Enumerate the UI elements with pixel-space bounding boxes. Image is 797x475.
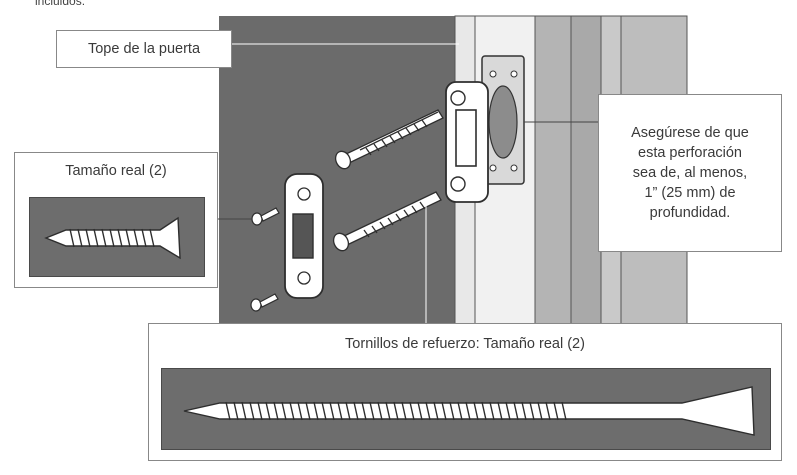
small-strike-plate: [284, 173, 324, 299]
door-panel: [219, 16, 457, 326]
frame-trim-2: [570, 15, 602, 327]
short-screw-lower: [250, 293, 279, 312]
drill-depth-note: Asegúrese de que esta perforación sea de…: [598, 94, 782, 252]
door-stop-label: Tope de la puerta: [56, 30, 232, 68]
long-screw-lower: [332, 191, 442, 252]
reinforced-strike-plate: [445, 81, 489, 203]
short-screw-upper: [251, 207, 280, 226]
long-screw-upper: [334, 109, 444, 170]
small-screw-panel: [29, 197, 205, 277]
jamb-mortise-plate: [481, 55, 525, 185]
long-screw-panel: [161, 368, 771, 450]
reinforcement-screws-actual-size-card: Tornillos de refuerzo: Tamaño real (2): [148, 323, 782, 461]
long-screw-illustration: [183, 386, 755, 436]
frame-trim-1: [534, 15, 572, 327]
small-screws-actual-size-card: Tamaño real (2): [14, 152, 218, 288]
truncated-text-fragment: incluidos.: [35, 0, 86, 8]
small-screws-caption: Tamaño real (2): [65, 163, 167, 179]
small-screw-illustration: [44, 216, 181, 260]
reinforcement-screws-caption: Tornillos de refuerzo: Tamaño real (2): [345, 336, 585, 352]
